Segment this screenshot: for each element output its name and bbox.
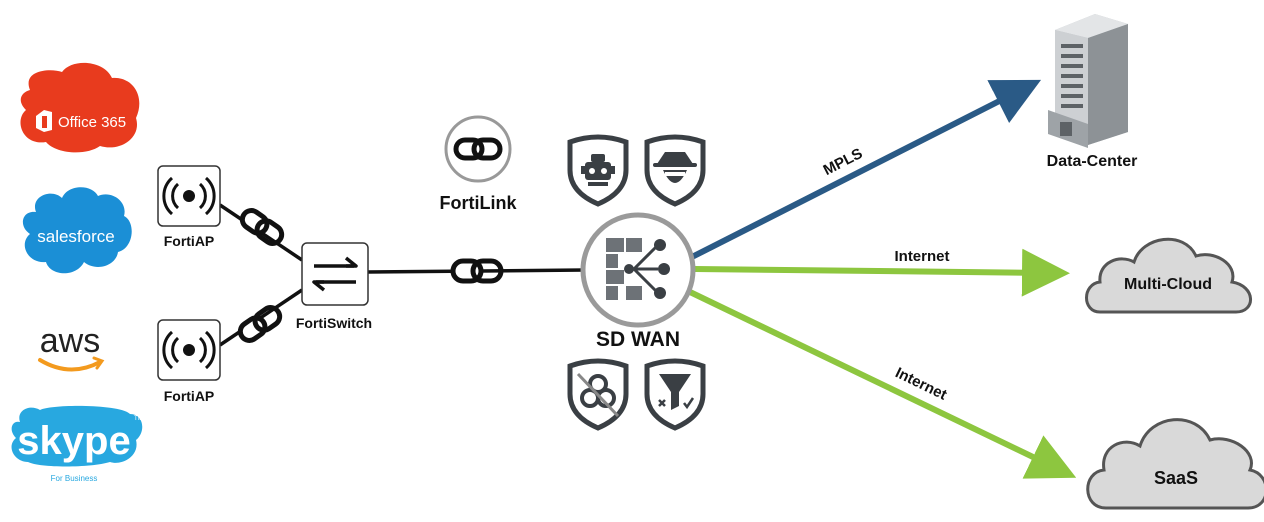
skype-for-business-label: For Business [51, 474, 98, 483]
ips-shield-icon [567, 134, 629, 207]
sd-wan-icon [606, 238, 670, 300]
saas-label: SaaS [1154, 468, 1198, 488]
wireless-icon [162, 330, 216, 370]
internet-saas-label: Internet [893, 364, 950, 403]
salesforce-logo: salesforce [22, 187, 132, 274]
fortiap-bottom: FortiAP [157, 319, 221, 404]
fortiswitch: FortiSwitch [296, 242, 372, 331]
wireless-icon [162, 176, 216, 216]
fortilink-label: FortiLink [440, 193, 518, 213]
cloud-icon [1085, 237, 1252, 314]
fortiap-top: FortiAP [157, 165, 221, 249]
skype-label: skype [17, 419, 130, 463]
internet-cloud-label: Internet [894, 248, 949, 265]
office-icon [36, 110, 52, 132]
chain-link-icon [237, 305, 283, 343]
switch-arrows-icon [312, 256, 358, 292]
mpls-link [688, 79, 1042, 261]
spy-shield-icon [644, 134, 706, 207]
fortiap-top-label: FortiAP [164, 233, 215, 249]
filter-shield-icon [644, 358, 706, 431]
skype-logo: skype TM For Business [11, 405, 143, 483]
fortiswitch-label: FortiSwitch [296, 315, 372, 331]
office-365-logo: Office 365 [20, 62, 140, 153]
saas-node: SaaS [1086, 418, 1264, 510]
multi-cloud-label: Multi-Cloud [1124, 276, 1212, 293]
fortilink: FortiLink [440, 115, 518, 213]
building-icon [1048, 14, 1128, 148]
salesforce-label: salesforce [37, 227, 114, 246]
office-blob [20, 62, 140, 153]
office-label: Office 365 [58, 114, 126, 131]
sd-wan-node: SD WAN [580, 212, 696, 351]
chain-link-icon [239, 208, 285, 246]
multi-cloud-node: Multi-Cloud [1085, 237, 1252, 314]
aws-label: aws [40, 322, 100, 360]
aws-logo: aws [38, 322, 105, 372]
biohazard-shield-icon [567, 358, 629, 431]
sd-wan-label: SD WAN [596, 328, 680, 351]
cloud-icon [1086, 418, 1264, 510]
data-center-label: Data-Center [1047, 153, 1138, 170]
chain-link-icon [453, 137, 503, 161]
aws-smile [38, 358, 102, 372]
chain-link-icon [450, 258, 504, 284]
fortiap-bottom-label: FortiAP [164, 388, 215, 404]
skype-trademark: TM [134, 416, 143, 422]
connections [219, 79, 1077, 479]
internet-saas-link [688, 289, 1077, 479]
internet-cloud-link [694, 248, 1070, 297]
